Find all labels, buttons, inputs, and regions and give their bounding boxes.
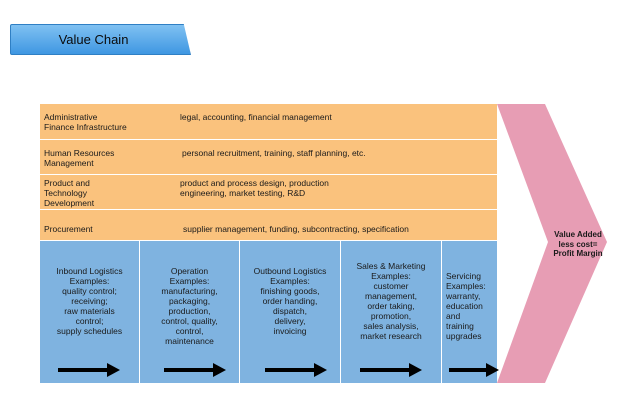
right-arrow-icon (265, 363, 327, 377)
right-arrow-icon (164, 363, 226, 377)
activity-operation: Operation Examples: manufacturing, packa… (140, 241, 240, 383)
support-description: product and process design, production e… (180, 178, 329, 198)
support-description: legal, accounting, financial management (180, 112, 332, 122)
support-row-infrastructure: Administrative Finance Infrastructure le… (40, 104, 497, 140)
support-row-procurement: Procurement supplier management, funding… (40, 210, 497, 241)
right-arrow-icon (360, 363, 422, 377)
activity-text: Sales & Marketing Examples: customer man… (356, 261, 426, 341)
support-description: personal recruitment, training, staff pl… (182, 148, 366, 158)
activity-text: Inbound Logistics Examples: quality cont… (56, 266, 123, 336)
activity-text: Operation Examples: manufacturing, packa… (161, 266, 218, 346)
support-label: Human Resources Management (44, 148, 115, 168)
activity-text: Outbound Logistics Examples: finishing g… (253, 266, 327, 336)
activity-servicing: Servicing Examples: warranty, education … (442, 241, 499, 383)
profit-margin-label: Value Added less cost= Profit Margin (553, 230, 603, 258)
activity-sales-marketing: Sales & Marketing Examples: customer man… (341, 241, 442, 383)
activity-outbound-logistics: Outbound Logistics Examples: finishing g… (240, 241, 341, 383)
support-label: Administrative Finance Infrastructure (44, 112, 127, 132)
activity-text: Servicing Examples: warranty, education … (446, 271, 486, 341)
support-description: supplier management, funding, subcontrac… (183, 224, 409, 234)
activity-inbound-logistics: Inbound Logistics Examples: quality cont… (40, 241, 140, 383)
right-arrow-icon (449, 363, 499, 377)
support-row-technology: Product and Technology Development produ… (40, 175, 497, 210)
support-label: Product and Technology Development (44, 178, 95, 208)
right-arrow-icon (58, 363, 120, 377)
primary-activities: Inbound Logistics Examples: quality cont… (40, 241, 499, 383)
support-row-human-resources: Human Resources Management personal recr… (40, 140, 497, 175)
title-banner: Value Chain (10, 24, 191, 55)
diagram-title: Value Chain (58, 32, 129, 47)
support-label: Procurement (44, 224, 93, 234)
